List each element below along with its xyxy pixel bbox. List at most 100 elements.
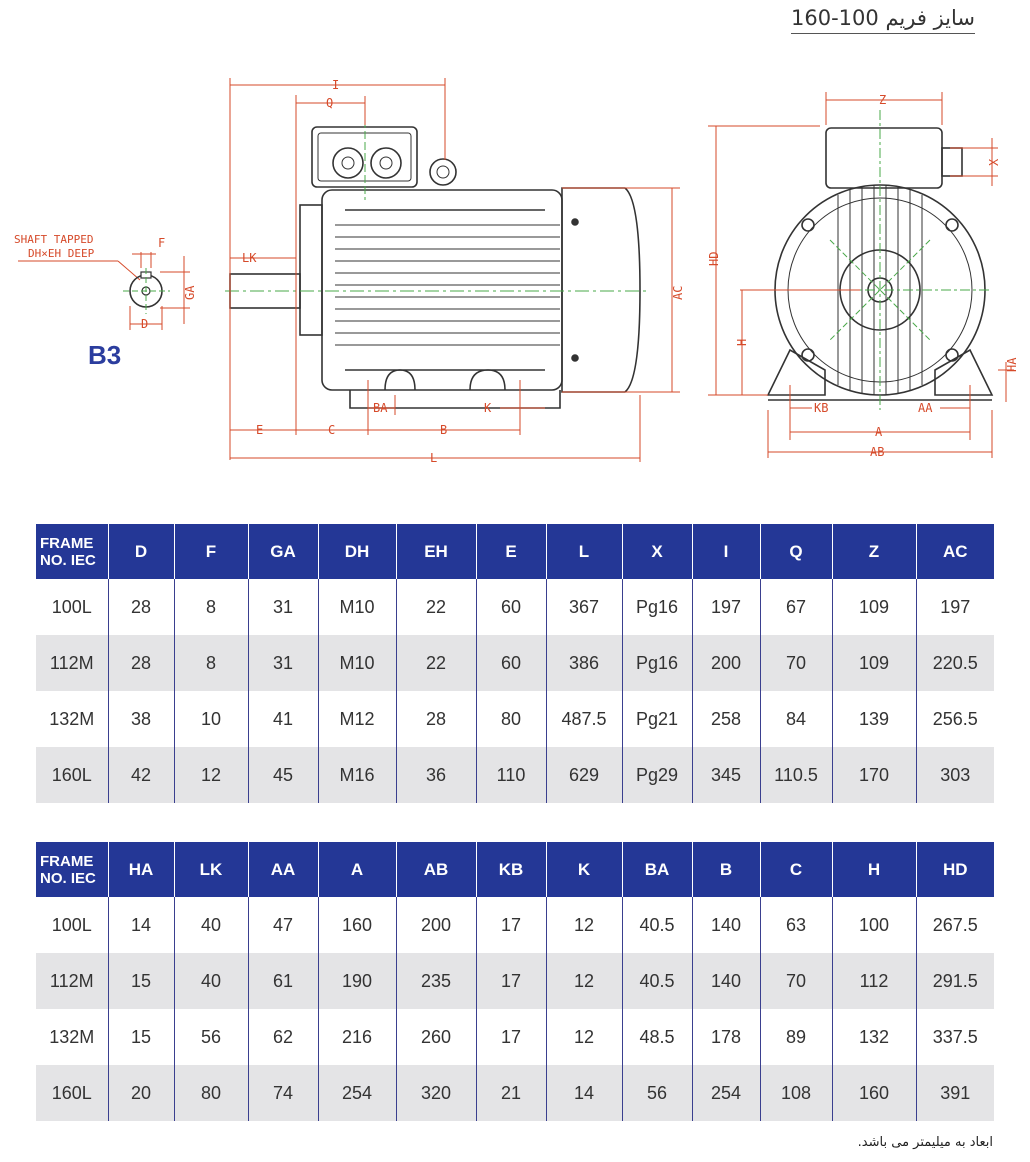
- table-cell: 60: [476, 635, 547, 691]
- dim-label-ba: BA: [373, 401, 388, 415]
- table-cell: 291.5: [916, 953, 994, 1009]
- table-cell: 140: [692, 953, 761, 1009]
- table-cell: 61: [248, 953, 319, 1009]
- table-cell: 112: [832, 953, 917, 1009]
- table-cell: 386: [546, 635, 623, 691]
- table-cell: M12: [318, 691, 397, 747]
- table-cell: 487.5: [546, 691, 623, 747]
- table-cell: 28: [108, 635, 175, 691]
- table-cell: 89: [760, 1009, 833, 1065]
- dim-label-h: H: [735, 339, 749, 346]
- table-cell: 80: [476, 691, 547, 747]
- table-cell: 10: [174, 691, 249, 747]
- table-cell: 84: [760, 691, 833, 747]
- dim-label-i: I: [332, 78, 339, 92]
- dim-label-aa: AA: [918, 401, 933, 415]
- mounting-type-label: B3: [88, 340, 122, 370]
- dim-label-k: K: [484, 401, 492, 415]
- table-cell: M10: [318, 579, 397, 635]
- dim-label-c: C: [328, 423, 335, 437]
- table-cell: Pg16: [622, 579, 693, 635]
- table-cell: 17: [476, 897, 547, 953]
- column-header-ab: AB: [396, 842, 477, 897]
- table-cell: 12: [546, 1009, 623, 1065]
- table-cell: 254: [692, 1065, 761, 1121]
- table-cell: 108: [760, 1065, 833, 1121]
- table-cell: 8: [174, 579, 249, 635]
- dim-label-ha: HA: [1005, 357, 1019, 372]
- column-header-aa: AA: [248, 842, 319, 897]
- table-cell: 31: [248, 635, 319, 691]
- table-cell: 216: [318, 1009, 397, 1065]
- table-cell: 28: [396, 691, 477, 747]
- table-cell: 109: [832, 579, 917, 635]
- table-cell: 337.5: [932, 1026, 978, 1047]
- table-cell: 22: [396, 579, 477, 635]
- table-cell: 160: [832, 1065, 917, 1121]
- frame-cell: 160L: [36, 1065, 109, 1121]
- column-header-k: K: [546, 842, 623, 897]
- column-header-z: Z: [832, 524, 917, 579]
- frame-cell: 160L: [36, 747, 109, 803]
- table-cell: 70: [760, 635, 833, 691]
- table-cell: 629: [546, 747, 623, 803]
- frame-cell: 112M: [36, 953, 109, 1009]
- frame-cell: 112M: [36, 635, 109, 691]
- table-cell: 38: [108, 691, 175, 747]
- column-header-l: L: [546, 524, 623, 579]
- table-cell: 62: [248, 1009, 319, 1065]
- table-cell: 235: [396, 953, 477, 1009]
- table-cell: M16: [318, 747, 397, 803]
- table-cell: 197: [940, 596, 971, 617]
- dim-label-f: F: [158, 236, 165, 250]
- dim-label-kb: KB: [814, 401, 828, 415]
- dim-label-q: Q: [326, 96, 333, 110]
- table-cell: 36: [396, 747, 477, 803]
- table-cell: 56: [174, 1009, 249, 1065]
- table-cell: M10: [318, 635, 397, 691]
- dim-label-e: E: [256, 423, 263, 437]
- table-cell: 63: [760, 897, 833, 953]
- column-header-hd: HD: [916, 842, 994, 897]
- side-view-dimensions: [229, 78, 680, 462]
- dim-label-b: B: [440, 423, 447, 437]
- table-cell: 200: [692, 635, 761, 691]
- front-view-dimensions: [708, 92, 1014, 458]
- motor-dimension-drawing: SHAFT TAPPED DH×EH DEEP F GA D: [14, 78, 1019, 465]
- table-cell: 12: [546, 897, 623, 953]
- table-cell: 31: [248, 579, 319, 635]
- dim-label-hd: HD: [707, 252, 721, 266]
- table-cell: 22: [396, 635, 477, 691]
- table-cell: 42: [108, 747, 175, 803]
- column-header-ha: HA: [108, 842, 175, 897]
- dim-label-lk: LK: [242, 251, 257, 265]
- frame-cell: 132M: [36, 691, 109, 747]
- units-footnote: ابعاد به میلیمتر می باشد.: [857, 1135, 993, 1150]
- column-header-kb: KB: [476, 842, 547, 897]
- table-cell: 267.5: [932, 914, 978, 935]
- table-cell: Pg21: [622, 691, 693, 747]
- dim-label-ab: AB: [870, 445, 884, 459]
- table-cell: 139: [832, 691, 917, 747]
- table-cell: 391: [916, 1065, 994, 1121]
- frame-cell: 100L: [36, 579, 109, 635]
- column-header-lk: LK: [174, 842, 249, 897]
- table-cell: 12: [546, 953, 623, 1009]
- table-cell: 17: [476, 953, 547, 1009]
- column-header-f: F: [174, 524, 249, 579]
- dim-label-z: Z: [879, 93, 886, 107]
- table-cell: 197: [692, 579, 761, 635]
- table-cell: 200: [396, 897, 477, 953]
- table-cell: 70: [760, 953, 833, 1009]
- column-header-h: H: [832, 842, 917, 897]
- column-header-d: D: [108, 524, 175, 579]
- shaft-note-line1: SHAFT TAPPED: [14, 233, 93, 246]
- dim-label-ac: AC: [671, 286, 685, 300]
- column-header-i: I: [692, 524, 761, 579]
- table-cell: 110: [476, 747, 547, 803]
- table-cell: 178: [692, 1009, 761, 1065]
